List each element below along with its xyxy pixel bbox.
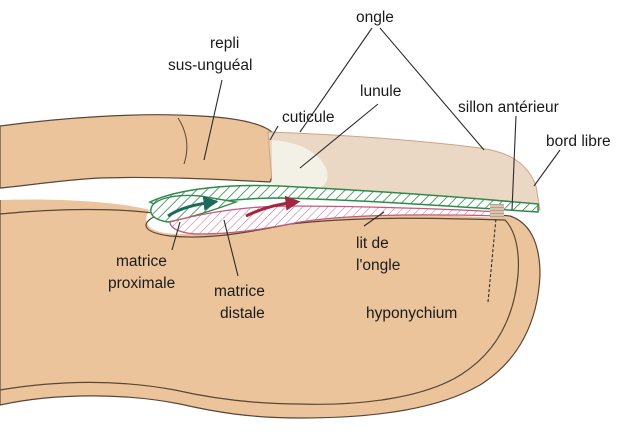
label-hyponychium: hyponychium <box>366 305 457 322</box>
label-lit-line1: lit de <box>356 235 389 252</box>
label-ongle: ongle <box>356 9 394 26</box>
label-cuticule: cuticule <box>282 109 335 126</box>
label-matrice-proximale-line2: proximale <box>108 275 175 292</box>
label-lit-line2: l'ongle <box>356 257 400 274</box>
label-sillon-anterieur: sillon antérieur <box>458 99 559 116</box>
leader-bord-libre <box>534 150 560 186</box>
label-repli-line2: sus-unguéal <box>168 57 252 74</box>
label-bord-libre: bord libre <box>546 133 611 150</box>
label-repli-line1: repli <box>210 35 239 52</box>
label-matrice-distale-line1: matrice <box>214 283 265 300</box>
label-lunule: lunule <box>360 83 401 100</box>
label-matrice-proximale-line1: matrice <box>116 253 167 270</box>
proximal-nail-fold <box>0 115 276 188</box>
hyponychium-region <box>490 204 504 218</box>
label-matrice-distale-line2: distale <box>220 305 265 322</box>
